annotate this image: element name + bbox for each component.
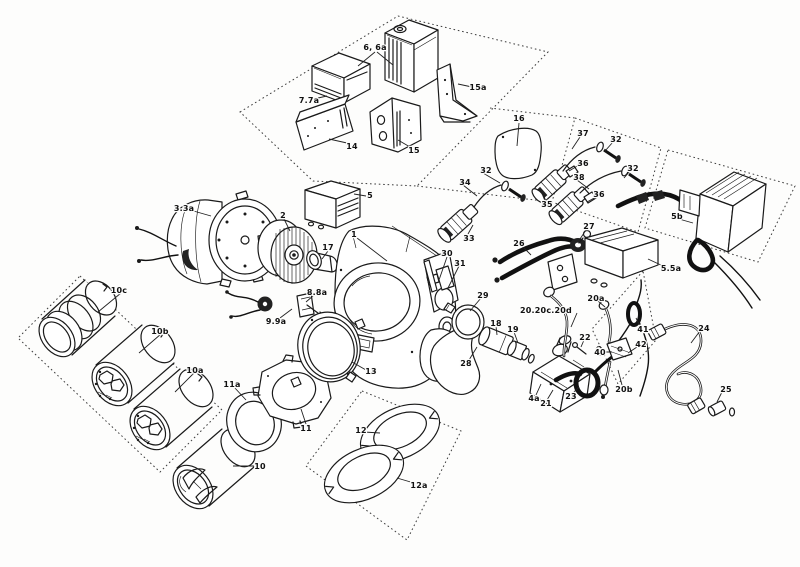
part-label-2: 2 xyxy=(280,211,286,220)
part-label-6-6a: 6, 6a xyxy=(363,43,386,52)
part-label-22: 22 xyxy=(579,333,591,342)
part-number-labels: 6, 6a 15a 7.7a 14 15 16 37 32 32 32 36 3… xyxy=(110,42,733,491)
part-label-15a: 15a xyxy=(469,83,486,92)
part-label-32: 32 xyxy=(627,164,639,173)
dotted-box-duct-group xyxy=(17,275,223,473)
part-fitting-19 xyxy=(506,340,535,364)
part-label-31: 31 xyxy=(454,259,466,268)
part-label-20: 20.20c.20d xyxy=(520,306,572,315)
part-ring-flange-13 xyxy=(290,311,366,388)
part-bracket-15a xyxy=(436,63,478,123)
dotted-connector xyxy=(416,185,553,203)
part-label-14: 14 xyxy=(346,142,358,151)
part-label-24: 24 xyxy=(698,324,710,333)
part-fuel-line-20b xyxy=(599,360,612,399)
part-label-29: 29 xyxy=(477,291,489,300)
part-label-34: 34 xyxy=(459,178,471,187)
part-label-18: 18 xyxy=(490,319,502,328)
part-label-8-8a: 8.8a xyxy=(307,288,327,297)
part-label-10a: 10a xyxy=(186,366,203,375)
part-glow-plug-35-37 xyxy=(531,141,621,204)
part-label-12a: 12a xyxy=(410,481,427,490)
part-label-10c: 10c xyxy=(111,286,128,295)
part-igniter-33-34 xyxy=(437,180,526,243)
part-control-box-6-6a xyxy=(384,19,439,93)
part-label-5b: 5b xyxy=(671,212,683,221)
part-label-16: 16 xyxy=(513,114,525,123)
part-bushing-17 xyxy=(306,250,338,273)
part-blower-wheel-2 xyxy=(257,219,318,284)
part-label-5-5a: 5.5a xyxy=(661,264,681,273)
part-heat-exchanger-10 xyxy=(172,428,256,510)
part-label-10: 10 xyxy=(254,462,266,471)
part-label-25: 25 xyxy=(720,385,732,394)
part-air-duct-10c xyxy=(38,279,118,358)
part-label-40: 40 xyxy=(594,348,606,357)
part-bracket-14 xyxy=(295,94,354,151)
part-label-7-7a: 7.7a xyxy=(299,96,319,105)
part-label-36: 36 xyxy=(593,190,605,199)
part-label-38: 38 xyxy=(573,173,585,182)
part-label-28: 28 xyxy=(460,359,472,368)
part-heater-jacket-10a xyxy=(129,368,214,451)
part-label-10b: 10b xyxy=(151,327,169,336)
part-label-32: 32 xyxy=(610,135,622,144)
part-control-box-5-5a xyxy=(547,227,659,291)
part-label-20b: 20b xyxy=(615,385,633,394)
part-cover-plate-16 xyxy=(494,127,542,180)
part-label-37: 37 xyxy=(577,129,589,138)
part-control-unit-5b xyxy=(615,171,767,309)
part-clamp-29 xyxy=(443,302,485,340)
part-label-11a: 11a xyxy=(223,380,240,389)
part-fuel-line-20 xyxy=(543,286,569,358)
part-fuel-pump-21-4a xyxy=(529,335,591,413)
part-label-9-9a: 9.9a xyxy=(266,317,286,326)
part-label-1: 1 xyxy=(351,230,357,239)
part-label-11: 11 xyxy=(300,424,312,433)
part-fuel-hose-24 xyxy=(647,323,706,415)
part-relay-box-5 xyxy=(304,180,361,230)
part-glow-plug-36-38 xyxy=(548,165,646,226)
part-label-32: 32 xyxy=(480,166,492,175)
part-fuel-line-20a xyxy=(598,300,612,344)
part-label-17: 17 xyxy=(322,243,334,252)
part-bracket-15 xyxy=(369,97,422,153)
part-sleeve-18 xyxy=(478,326,514,356)
part-label-41: 41 xyxy=(637,325,649,334)
part-label-23: 23 xyxy=(565,392,577,401)
part-label-5: 5 xyxy=(367,191,373,200)
dotted-box-control-unit-5b xyxy=(644,149,796,263)
part-label-3-3a: 3.3a xyxy=(174,204,194,213)
part-label-26: 26 xyxy=(513,239,525,248)
part-label-12: 12 xyxy=(355,426,367,435)
part-label-27: 27 xyxy=(583,222,595,231)
part-label-15: 15 xyxy=(408,146,420,155)
leader-lines xyxy=(97,51,723,484)
part-flange-gasket-12a xyxy=(323,444,405,504)
part-label-19: 19 xyxy=(507,325,519,334)
part-label-35: 35 xyxy=(541,200,553,209)
part-label-33: 33 xyxy=(463,234,475,243)
part-cable-ring-41 xyxy=(612,279,650,397)
part-label-20a: 20a xyxy=(587,294,604,303)
part-label-42: 42 xyxy=(635,340,647,349)
dotted-box-mounting-group xyxy=(239,15,549,187)
part-label-21: 21 xyxy=(540,399,552,408)
part-fitting-25 xyxy=(707,400,736,417)
part-label-4a: 4a xyxy=(528,394,539,403)
part-label-13: 13 xyxy=(365,367,377,376)
dotted-connector xyxy=(489,107,576,119)
part-label-30: 30 xyxy=(441,249,453,258)
part-heater-jacket-10b xyxy=(91,324,176,407)
part-label-36: 36 xyxy=(577,159,589,168)
part-control-box-7-7a xyxy=(311,52,371,104)
